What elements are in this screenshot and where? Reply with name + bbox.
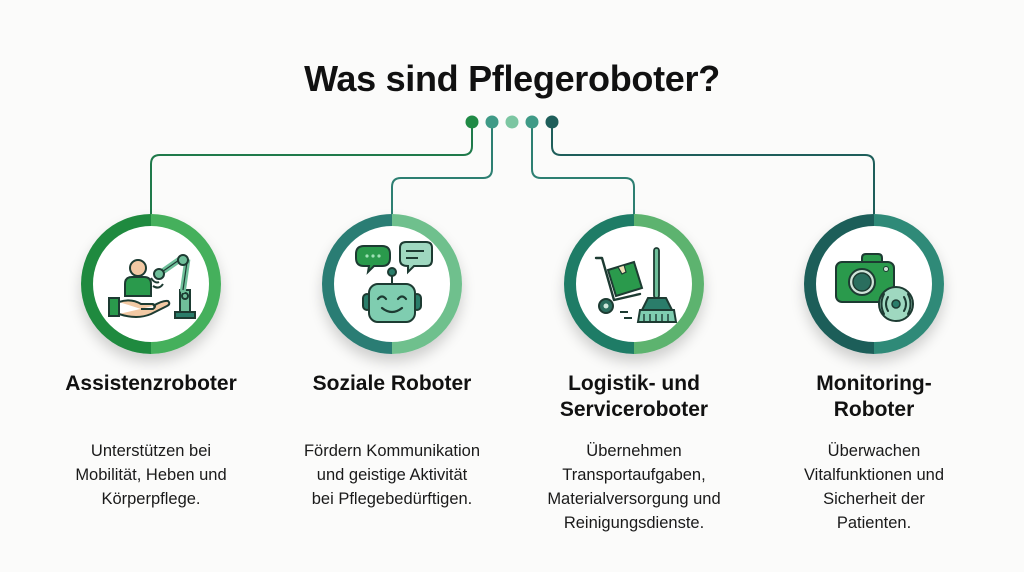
hand-truck-broom-icon bbox=[594, 247, 678, 323]
dot-2 bbox=[485, 115, 499, 129]
item-heading: Soziale Roboter bbox=[312, 372, 472, 395]
page-title: Was sind Pflegeroboter? bbox=[304, 58, 720, 99]
item-description: Fördern Kommunikation und geistige Aktiv… bbox=[303, 442, 481, 508]
logistik-serviceroboter-ring bbox=[564, 214, 704, 354]
item-description: Unterstützen bei Mobilität, Heben und Kö… bbox=[75, 442, 227, 508]
dot-4 bbox=[525, 115, 539, 129]
social-robot-chat-icon bbox=[355, 241, 433, 323]
item-description: Überwachen Vitalfunktionen und Sicherhei… bbox=[803, 442, 945, 532]
camera-sensor-icon bbox=[835, 253, 914, 322]
robot-arm-care-icon bbox=[108, 254, 196, 319]
item-heading: Logistik- und Serviceroboter bbox=[559, 372, 709, 421]
item-heading: Assistenzroboter bbox=[65, 372, 237, 395]
dot-1 bbox=[465, 115, 479, 129]
item-description: Übernehmen Transportaufgaben, Materialve… bbox=[547, 442, 721, 532]
monitoring-roboter-ring bbox=[804, 214, 944, 354]
dot-5 bbox=[545, 115, 559, 129]
dot-3 bbox=[505, 115, 519, 129]
assistenzroboter-ring bbox=[81, 214, 221, 354]
soziale-roboter-ring bbox=[322, 214, 462, 354]
item-heading: Monitoring- Roboter bbox=[816, 372, 932, 421]
